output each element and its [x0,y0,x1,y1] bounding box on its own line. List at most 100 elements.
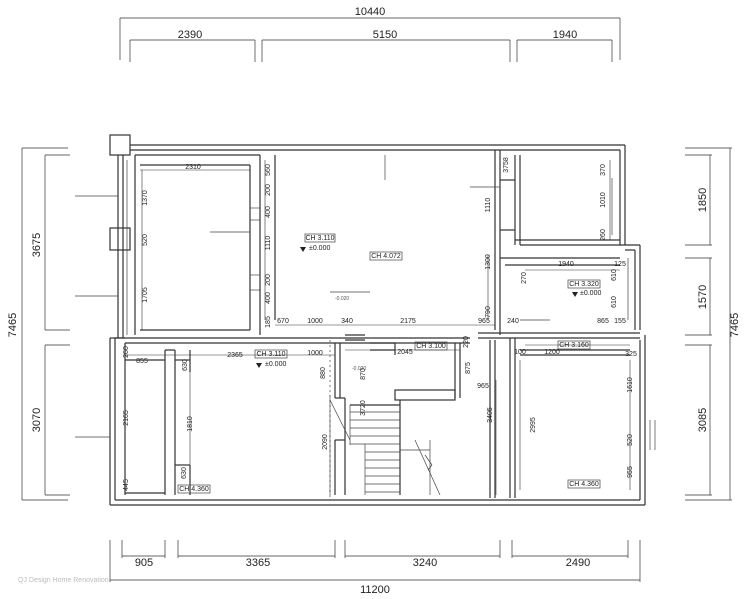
dim-1110b: 1110 [485,198,492,213]
left-overall-dim: 7465 [7,313,19,337]
dim-870: 870 [360,368,367,380]
dim-670: 670 [277,318,289,325]
interior-dimension-text: 2310 1370 520 1705 560 200 400 1110 200 … [123,157,637,491]
dim-875: 875 [465,362,472,374]
dim-1705: 1705 [142,287,149,303]
dim-2045: 2045 [397,349,413,356]
dim-260b: 260 [123,346,130,358]
reference-lines [329,155,386,500]
bottom-dim-1: 905 [135,557,153,569]
dim-2175: 2175 [400,318,416,325]
left-dim-1: 3675 [31,233,43,257]
right-dim-2: 1570 [697,285,709,309]
dim-790: 790 [485,306,492,318]
tag-ch-4360b: CH 4.360 [569,481,599,488]
watermark-text: QJ Design Home Renovation [18,577,109,584]
dim-155: 155 [614,318,626,325]
level-1: ±0.000 [309,245,330,252]
level-4: -0.020 [335,296,349,302]
dim-125: 125 [614,261,626,268]
dim-2365: 2365 [227,352,243,359]
tag-ch-3320: CH 3.320 [569,281,599,288]
dim-630a: 630 [182,359,189,371]
tag-ch-3110b: CH 3.110 [256,351,285,358]
right-dim-3: 3085 [697,408,709,432]
dim-855: 855 [136,358,148,365]
ceiling-height-tags: CH 3.110 CH 4.072 CH 3.320 CH 3.110 CH 3… [177,233,601,494]
dim-445: 445 [123,479,130,491]
bottom-dim-4: 2490 [566,557,590,569]
outer-walls [109,134,656,506]
bottom-dim-2: 3365 [246,557,270,569]
bottom-dim-3: 3240 [413,557,437,569]
dim-610a: 610 [611,269,618,281]
dim-200b: 200 [265,274,272,286]
dim-3720: 3720 [360,400,367,416]
dim-1300: 1300 [485,254,492,270]
dim-520: 520 [142,234,149,246]
top-dim-2: 5150 [373,29,397,41]
level-markers: ±0.000 ±0.000 ±0.000 -0.020 -0.020 [256,245,601,372]
dim-610b: 610 [611,296,618,308]
top-dim-1: 2390 [178,29,202,41]
dim-1000b: 1000 [307,350,323,357]
dim-1810: 1810 [187,416,194,432]
top-overall-dim: 10440 [355,6,386,18]
dim-2995: 2995 [530,417,537,433]
dim-325: 325 [625,351,637,358]
dim-400b: 400 [265,292,272,304]
dim-100: 100 [514,349,526,356]
level-3: ±0.000 [265,361,286,368]
tag-ch-3110: CH 3.110 [305,235,334,242]
dim-2165: 2165 [123,410,130,426]
dim-400a: 400 [265,206,272,218]
dim-1010: 1010 [600,192,607,208]
dim-270: 270 [521,272,528,284]
interior-walls [115,150,640,498]
dim-370: 370 [600,164,607,176]
bottom-overall-dim: 11200 [360,584,390,596]
dim-865: 865 [597,318,609,325]
dim-1610: 1610 [627,377,634,393]
bottom-dimension-chain: 11200 905 3365 3240 2490 [109,540,641,596]
dim-1000: 1000 [307,318,323,325]
dim-260: 260 [600,229,607,241]
left-dim-2: 3070 [31,408,43,432]
tag-ch-4360: CH 4.360 [179,486,209,493]
dim-220: 220 [463,336,470,348]
dim-3758: 3758 [503,157,510,173]
dim-520b: 520 [627,434,634,446]
dim-630b: 630 [181,467,188,479]
top-dimension-chain: 10440 2390 5150 1940 [119,6,621,62]
staircase [329,389,456,496]
dim-2310: 2310 [185,164,201,171]
dim-185: 185 [265,316,272,328]
dim-560: 560 [265,164,272,176]
dim-240: 240 [507,318,519,325]
dim-1940: 1940 [558,261,574,268]
tag-ch-3160: CH 3.160 [559,342,589,349]
dim-955: 955 [627,466,634,478]
interior-dimension-lines [124,160,631,495]
tag-ch-4072: CH 4.072 [371,253,401,260]
dim-1200: 1200 [544,349,560,356]
dim-1370: 1370 [142,190,149,206]
dim-1110: 1110 [265,236,272,251]
level-2: ±0.000 [580,290,601,297]
level-5: -0.020 [352,366,366,372]
dim-2090: 2090 [322,434,329,450]
tag-ch-3100: CH 3.100 [416,343,446,350]
annotation-marks [75,186,550,438]
dim-3405: 3405 [487,407,494,423]
dim-200: 200 [265,184,272,196]
right-dim-1: 1850 [697,188,709,212]
dim-965: 965 [478,318,490,325]
dim-880: 880 [320,367,327,379]
dim-340: 340 [341,318,353,325]
top-dim-3: 1940 [553,29,577,41]
right-overall-dim: 7465 [729,313,741,337]
right-dimension-chain: 7465 1850 1570 3085 [685,147,741,501]
dim-965b: 965 [477,383,489,390]
left-dimension-chain: 7465 3675 3070 [7,147,70,501]
